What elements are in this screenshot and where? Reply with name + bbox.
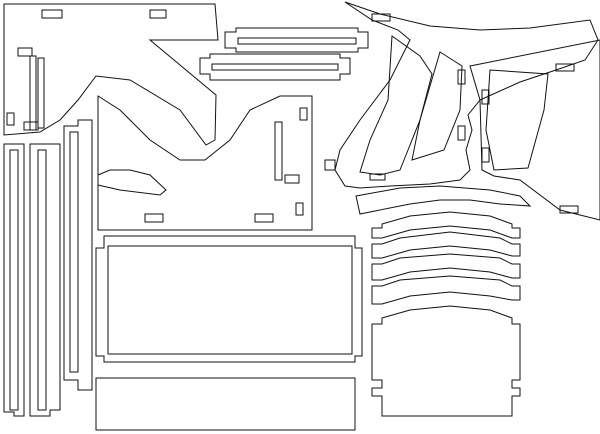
vertical-strut-1 — [3, 143, 25, 417]
front-frame — [95, 235, 363, 363]
seat-box — [371, 305, 521, 417]
seat-back-frame — [324, 1, 600, 221]
side-panel-mid — [97, 95, 313, 231]
slat-long-1 — [224, 27, 369, 53]
vertical-strut-2 — [29, 143, 61, 417]
curved-slat-3 — [371, 253, 521, 281]
bottom-board — [95, 377, 356, 431]
side-panel-top-left — [3, 3, 219, 146]
curved-slat-1 — [371, 211, 521, 239]
curved-slat-4 — [371, 275, 521, 305]
curved-slat-2 — [371, 231, 521, 259]
vertical-strut-3 — [63, 119, 93, 391]
slat-long-2 — [199, 53, 351, 81]
